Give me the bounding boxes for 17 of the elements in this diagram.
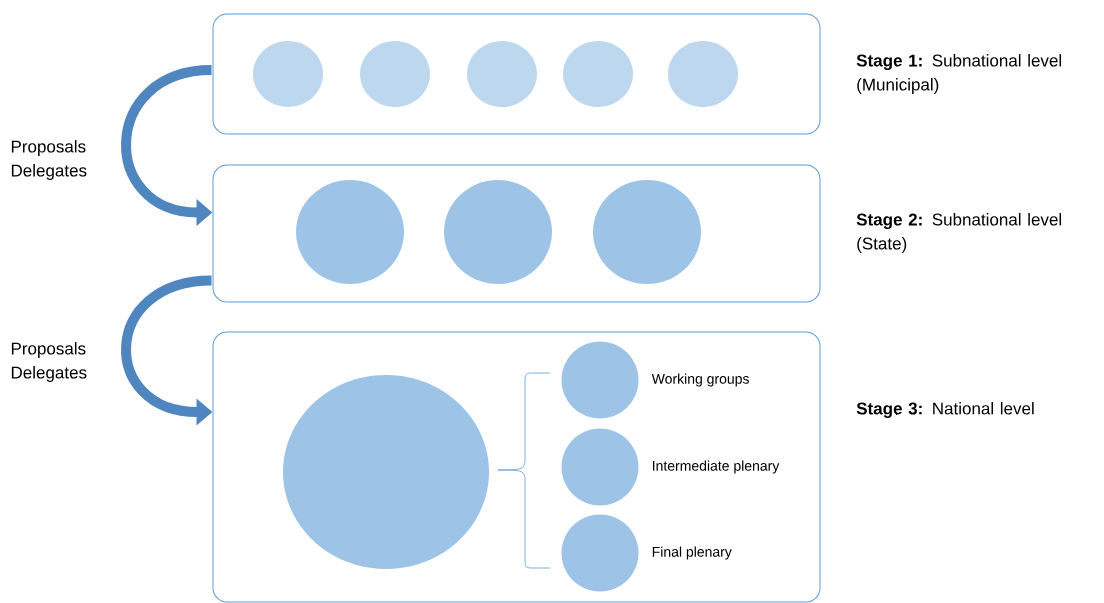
circle-label: Working groups [651, 373, 749, 387]
circle [467, 41, 537, 107]
circle [283, 375, 489, 569]
circle [360, 41, 430, 107]
circle [444, 180, 552, 284]
circle [253, 41, 323, 107]
circle [593, 180, 701, 284]
circle-label: Intermediate plenary [653, 460, 780, 474]
stage-label: Stage 3: National level [856, 402, 1034, 418]
edge-label: Proposals Delegates [11, 140, 87, 180]
circle [296, 180, 404, 284]
edge-label: Proposals Delegates [11, 342, 87, 382]
stage-label: Stage 2: Subnational level (State) [856, 213, 1062, 253]
circle [668, 41, 738, 107]
circle-label: Final plenary [652, 546, 732, 560]
stage-label: Stage 1: Subnational level (Municipal) [856, 54, 1062, 94]
circle [563, 41, 633, 107]
